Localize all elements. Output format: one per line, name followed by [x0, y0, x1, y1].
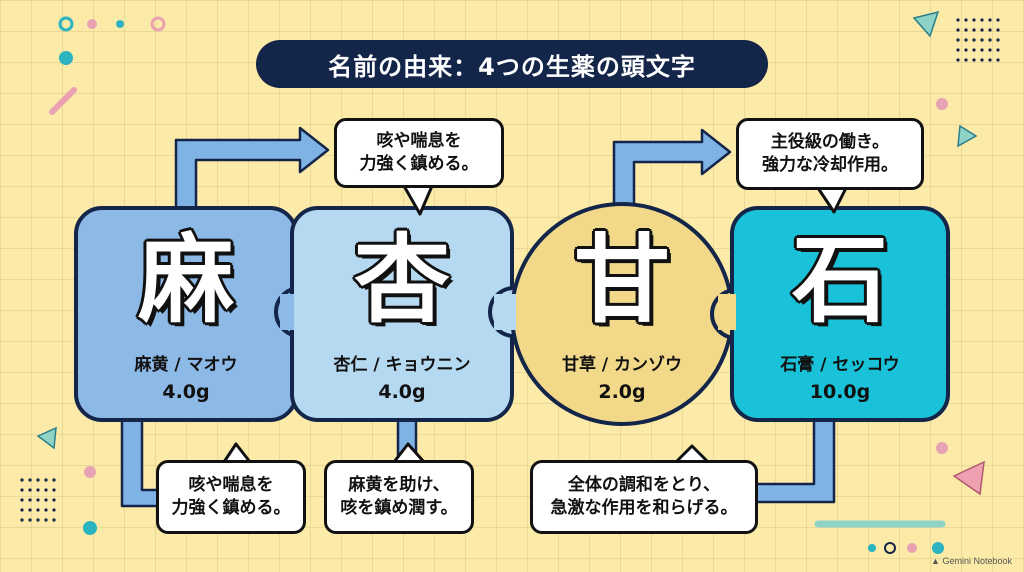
connector-ma-bottom [120, 418, 162, 508]
bubble-line: 力強く鎮める。 [359, 154, 479, 174]
piece-name: 麻黄 / マオウ [134, 355, 238, 375]
piece-dose: 10.0g [809, 381, 871, 403]
bubble-top-left: 咳や喘息を力強く鎮める。 [334, 118, 504, 188]
bubble-bottom-1: 咳や喘息を力強く鎮める。 [156, 460, 306, 534]
page-title: 名前の由来：4つの生薬の頭文字 [256, 40, 768, 88]
footer-credit: ▲ Gemini Notebook [931, 556, 1012, 566]
bubble-line: 主役級の働き。 [770, 132, 890, 153]
piece-name: 甘草 / カンゾウ [561, 355, 683, 375]
piece-kyo: 杏 杏仁 / キョウニン 4.0g [292, 232, 512, 403]
bubble-line: 全体の調和をとり、 [567, 475, 721, 496]
bubble-top-right: 主役級の働き。強力な冷却作用。 [736, 118, 924, 190]
piece-ma: 麻 麻黄 / マオウ 4.0g [76, 232, 296, 403]
bubble-line: 急激な作用を和らげる。 [550, 498, 738, 518]
piece-dose: 4.0g [162, 381, 210, 403]
bubble-bottom-2: 麻黄を助け、咳を鎮め潤す。 [324, 460, 474, 534]
bubble-line: 咳を鎮め潤す。 [340, 498, 458, 518]
decorative-grid-dots [20, 18, 1000, 522]
bubble-line: 強力な冷却作用。 [762, 155, 898, 175]
arrow-ma-to-bubble [174, 126, 330, 214]
piece-kanji: 麻 [138, 224, 234, 336]
piece-seki: 石 石膏 / セッコウ 10.0g [732, 232, 948, 403]
piece-kanji: 杏 [354, 224, 450, 336]
connector-seki-bottom [754, 418, 836, 504]
footer-label: Gemini Notebook [942, 556, 1012, 566]
arrow-kan-to-bubble [612, 128, 732, 214]
piece-name: 杏仁 / キョウニン [333, 355, 471, 375]
notebook-icon: ▲ [931, 556, 940, 566]
bubble-line: 麻黄を助け、 [348, 475, 450, 496]
bubble-bottom-3: 全体の調和をとり、急激な作用を和らげる。 [530, 460, 758, 534]
bubble-line: 力強く鎮める。 [171, 498, 291, 518]
piece-kanji: 甘 [574, 224, 670, 336]
piece-dose: 2.0g [598, 381, 646, 403]
piece-kanji: 石 [792, 224, 888, 336]
piece-kan: 甘 甘草 / カンゾウ 2.0g [512, 232, 732, 403]
decorative-shapes [36, 10, 985, 528]
piece-name: 石膏 / セッコウ [780, 355, 900, 375]
decorative-dots [58, 16, 948, 554]
piece-dose: 4.0g [378, 381, 426, 403]
bubble-line: 咳や喘息を [376, 131, 462, 152]
bubble-line: 咳や喘息を [188, 475, 274, 496]
